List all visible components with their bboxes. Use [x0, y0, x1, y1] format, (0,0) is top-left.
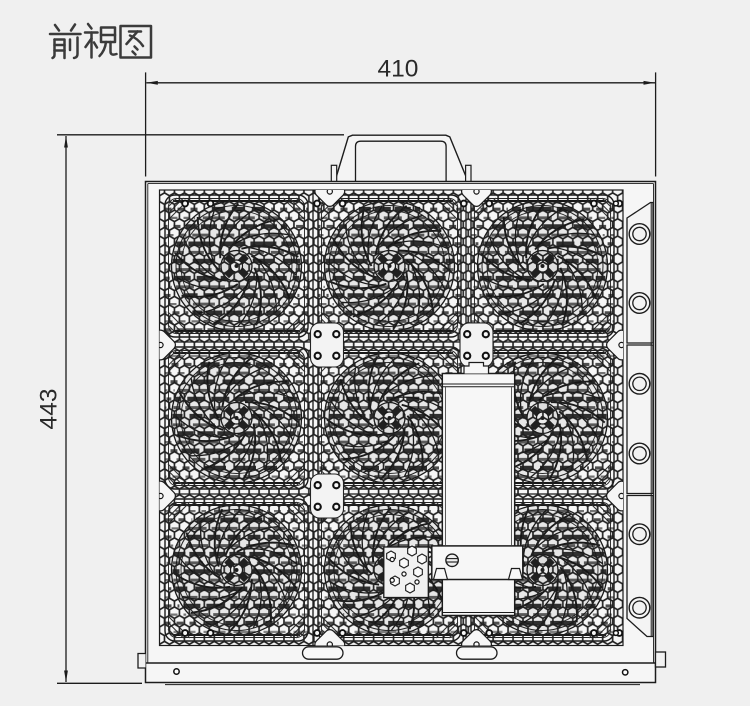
svg-text:410: 410 — [378, 56, 419, 83]
svg-text:443: 443 — [36, 389, 63, 430]
